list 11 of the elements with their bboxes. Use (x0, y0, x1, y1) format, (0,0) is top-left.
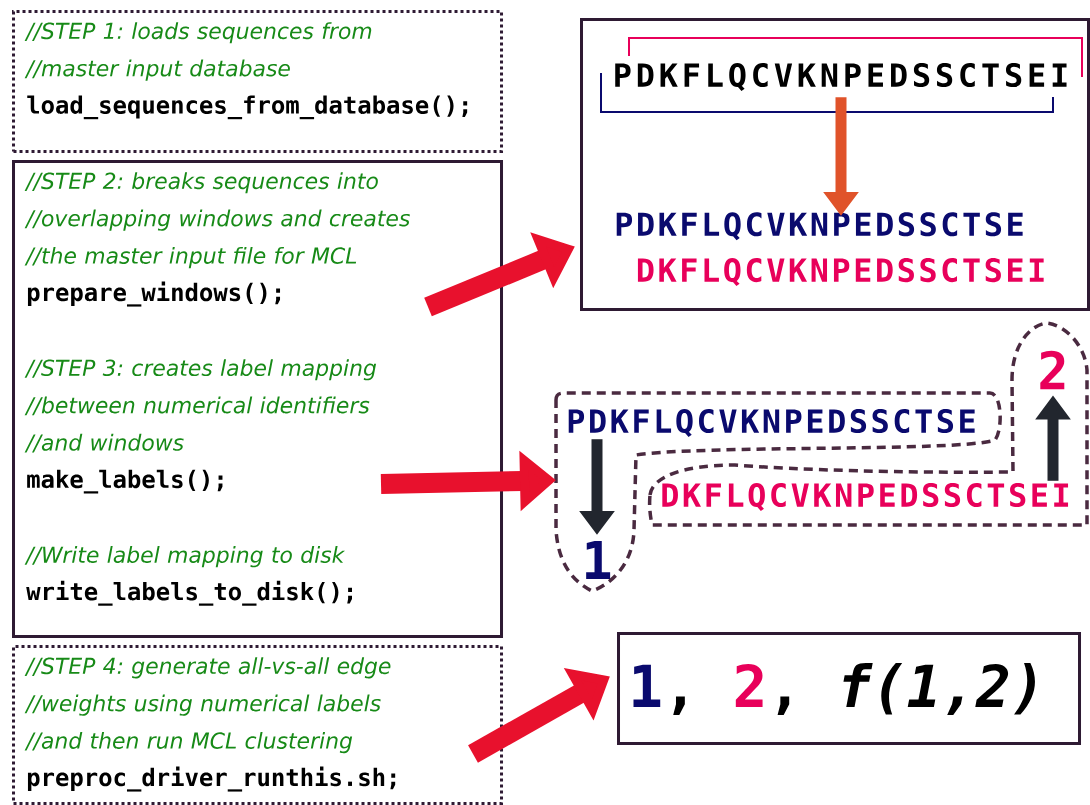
cluster-number: 2 (1040, 350, 1065, 390)
window-sequences: PDKFLQCVKNPEDSSCTSE DKFLQCVKNPEDSSCTSEI (616, 212, 1044, 287)
sequence-box (580, 18, 1090, 311)
cluster-number: 1 (586, 541, 611, 579)
sequence-text: PDKFLQCVKNPEDSSCTSEI (615, 63, 1067, 91)
sequence-text: PDKFLQCVKNPEDSSCTSE (568, 409, 975, 437)
code-box: //STEP 2: breaks sequences into //overlapping windows and creates //the master input file for MCL prepare_windows(); //STEP 3: creates label mapping //between numerical identifiers //and windows make_labels(); //Write label mapping to disk write_labels_to_disk(); (12, 160, 503, 638)
sequence-text: DKFLQCVKNPEDSSCTSEI (662, 483, 1069, 511)
code-box: //STEP 1: loads sequences from //master input database load_sequences_from_database(); (12, 10, 503, 153)
output-box: 1 , 2 , f(1,2) (617, 632, 1081, 745)
code-box: //STEP 4: generate all-vs-all edge //weights using numerical labels //and then run MCL clustering preproc_driver_runthis.sh; (12, 645, 503, 805)
